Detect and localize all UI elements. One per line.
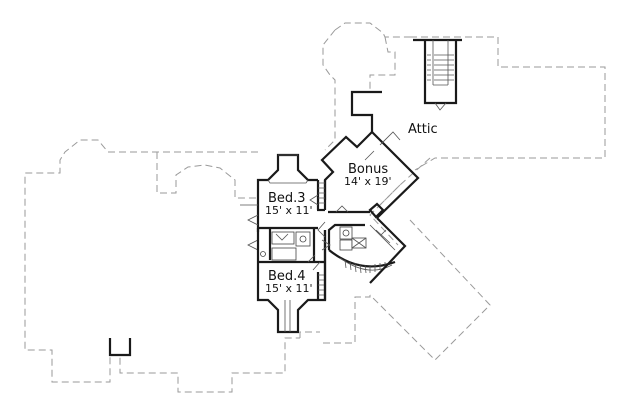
bed4-walls: [256, 228, 327, 334]
bed3-room-dimensions: 15' x 11': [265, 204, 313, 217]
hall-stair-area: [317, 217, 407, 300]
door-swing: [309, 194, 319, 206]
bed4-room-name: Bed.4: [268, 269, 306, 284]
bonus-room-dimensions: 14' x 19': [344, 175, 392, 188]
attic-label: Attic: [408, 122, 438, 137]
lower-level-outline: [24, 139, 320, 393]
bed4-room-dimensions: 15' x 11': [265, 282, 313, 295]
upper-wall-stub: [350, 90, 382, 132]
attic-stair: [413, 38, 462, 111]
chimney-stub: [108, 338, 132, 357]
attic-outline: [320, 22, 606, 361]
bed3-room-name: Bed.3: [268, 191, 306, 206]
bed3-walls: [240, 153, 370, 232]
bonus-room-name: Bonus: [348, 162, 389, 177]
